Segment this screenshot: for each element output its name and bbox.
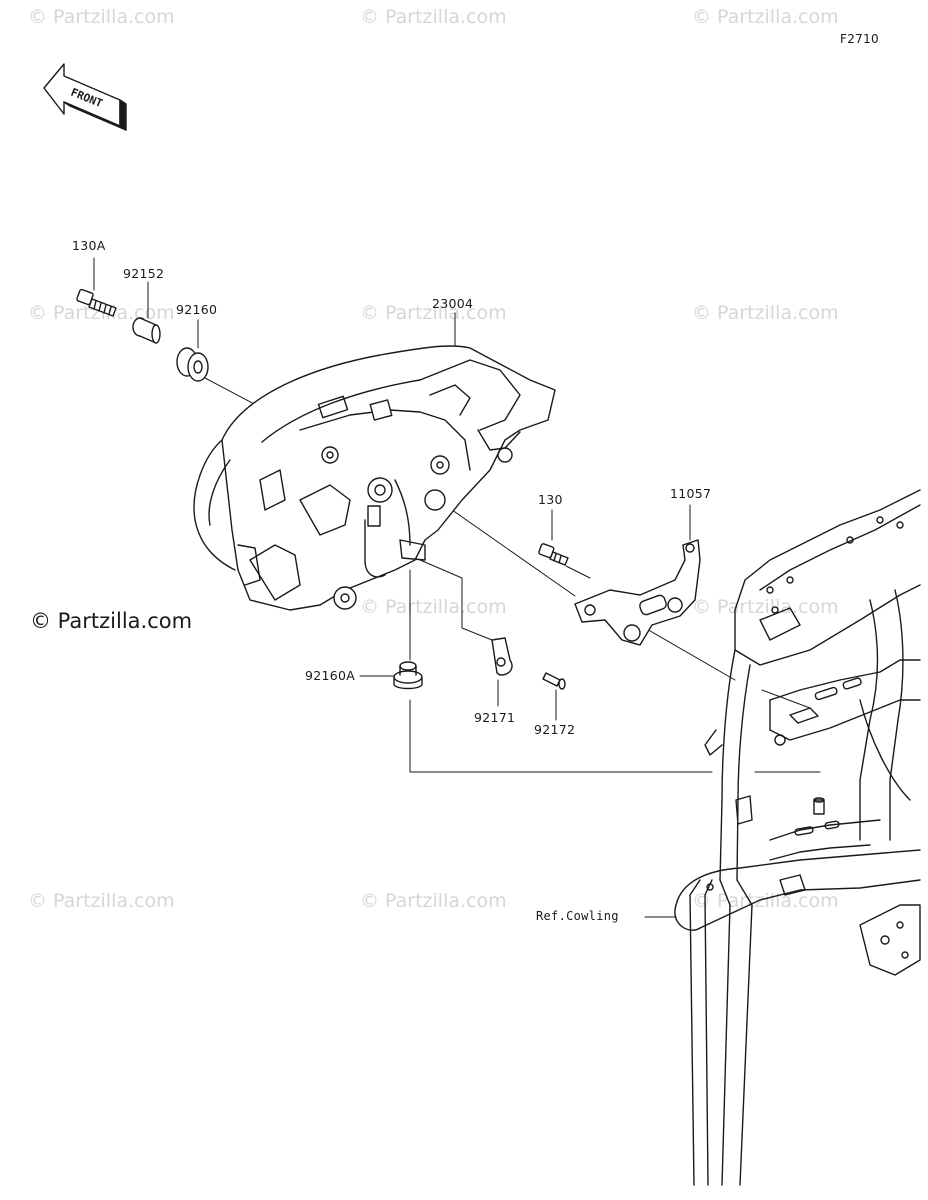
- frame-cowling-stay: [674, 489, 921, 1186]
- clamp-92171-icon: [491, 637, 513, 676]
- watermark: © Partzilla.com: [360, 890, 507, 912]
- watermark: © Partzilla.com: [692, 302, 839, 324]
- bolt-130a-icon: [76, 288, 117, 317]
- watermark: © Partzilla.com: [692, 890, 839, 912]
- watermark: © Partzilla.com: [28, 6, 175, 28]
- part-label-130: 130: [538, 492, 563, 507]
- part-label-11057: 11057: [670, 486, 712, 501]
- part-label-23004: 23004: [432, 296, 474, 311]
- watermark: © Partzilla.com: [360, 6, 507, 28]
- watermark: © Partzilla.com: [360, 302, 507, 324]
- part-label-92152: 92152: [123, 266, 165, 281]
- watermark: © Partzilla.com: [28, 890, 175, 912]
- part-label-92160a: 92160A: [305, 668, 356, 683]
- copyright-notice: © Partzilla.com: [30, 609, 193, 633]
- front-arrow-icon: FRONT: [43, 63, 127, 131]
- part-label-92171: 92171: [474, 710, 516, 725]
- bracket-11057-icon: [574, 539, 701, 646]
- headlight-assembly-23004: [193, 345, 556, 611]
- bolt-130-icon: [538, 543, 569, 566]
- part-label-130a: 130A: [72, 238, 106, 253]
- grommet-92160-icon: [176, 347, 209, 382]
- part-label-92160: 92160: [176, 302, 218, 317]
- screw-92172-icon: [542, 672, 566, 690]
- diagram-code: F2710: [840, 32, 879, 46]
- watermark: © Partzilla.com: [692, 596, 839, 618]
- watermark: © Partzilla.com: [360, 596, 507, 618]
- grommet-92160a-icon: [393, 661, 423, 690]
- collar-92152-icon: [132, 317, 161, 344]
- ref-cowling-label: Ref.Cowling: [536, 909, 619, 923]
- part-label-92172: 92172: [534, 722, 576, 737]
- watermark: © Partzilla.com: [692, 6, 839, 28]
